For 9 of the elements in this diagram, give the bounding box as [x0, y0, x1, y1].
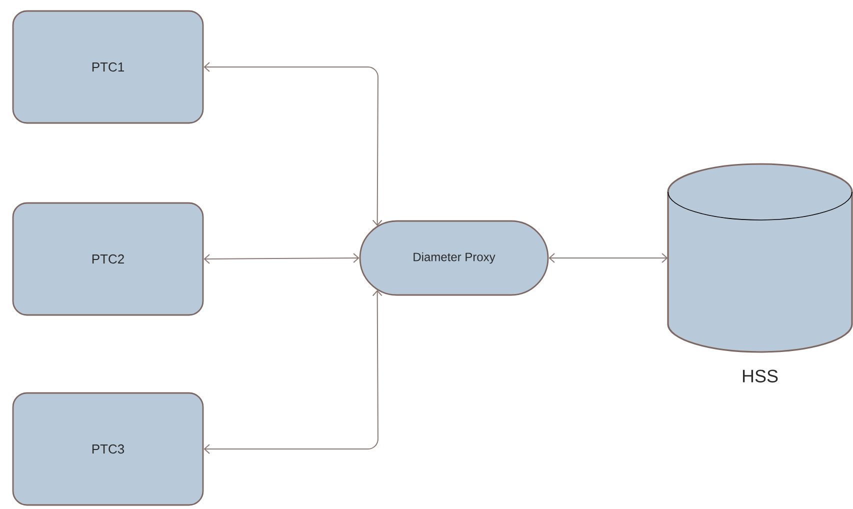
- arrow: [548, 253, 668, 263]
- arrow: [204, 290, 382, 454]
- process-box: PTC3: [12, 392, 204, 506]
- arrow: [204, 253, 360, 264]
- arrow: [204, 62, 382, 226]
- proxy-box: Diameter Proxy: [359, 220, 549, 296]
- database-label: HSS: [742, 370, 778, 382]
- process-box: PTC2: [12, 202, 204, 316]
- process-box: PTC1: [12, 10, 204, 124]
